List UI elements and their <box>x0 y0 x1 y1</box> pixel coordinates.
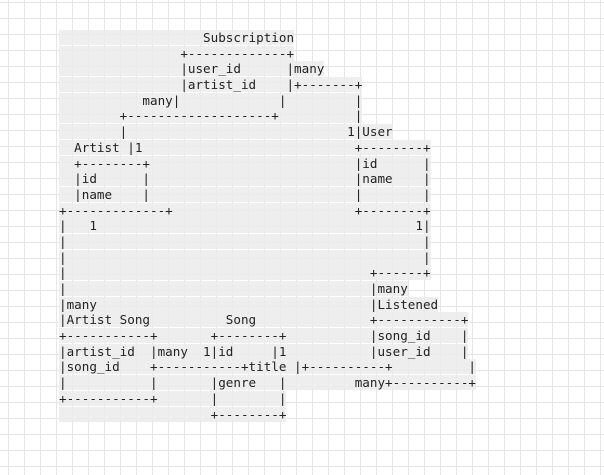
diagram-line: +-----------+ | | <box>59 390 287 406</box>
diagram-line: |song_id +-----------+title |+----------… <box>59 359 477 375</box>
diagram-line: |many |Listened <box>59 296 439 312</box>
diagram-line: +--------+ |id | <box>59 155 431 171</box>
diagram-line: +-------------------+ | <box>59 108 363 124</box>
diagram-line: +-----------+ +--------+ |song_id | <box>59 328 469 344</box>
diagram-line: | 1 1| <box>59 218 431 234</box>
diagram-line: +-------------+ <box>59 45 295 61</box>
diagram-line: | 1|User <box>59 124 393 140</box>
diagram-line: | |many <box>59 281 408 296</box>
diagram-line: |artist_id |many 1|id |1 |user_id | <box>59 343 469 359</box>
diagram-line: Subscription <box>59 30 295 45</box>
diagram-line: | | |genre | many+----------+ <box>59 375 477 391</box>
diagram-line: | | <box>59 233 431 249</box>
diagram-line: |id | |name | <box>59 171 431 187</box>
diagram-line: | | <box>59 249 431 265</box>
diagram-line: +-------------+ +--------+ <box>59 202 431 218</box>
diagram-line: many| | | <box>59 92 363 108</box>
diagram-line: |artist_id |+-------+ <box>59 77 363 93</box>
ascii-er-diagram: Subscription +-------------+ |user_id |m… <box>59 30 477 422</box>
diagram-line: |user_id |many <box>59 61 325 77</box>
diagram-line: | +------+ <box>59 265 431 281</box>
diagram-line: +--------+ <box>59 406 287 422</box>
diagram-line: Artist |1 +--------+ <box>59 139 431 155</box>
diagram-line: |Artist Song Song +-----------+ <box>59 312 469 328</box>
diagram-line: |name | | | <box>59 186 431 202</box>
